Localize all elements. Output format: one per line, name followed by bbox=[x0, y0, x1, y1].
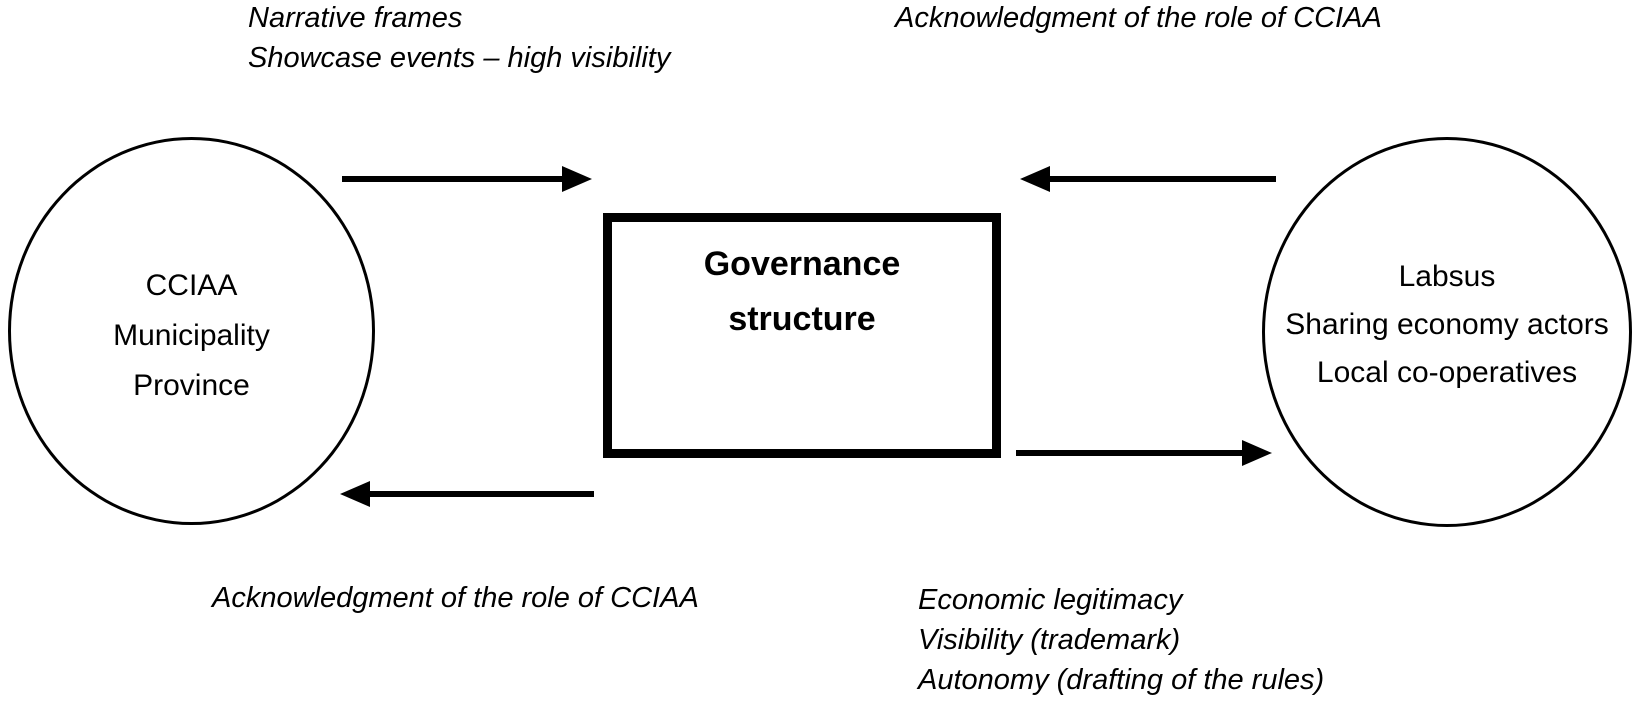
arrowhead-right-icon bbox=[1242, 440, 1272, 466]
circle-text-line: Local co-operatives bbox=[1316, 356, 1578, 389]
arrowhead-right-icon bbox=[562, 166, 592, 192]
arrow-box-to-right-circle-icon bbox=[1016, 440, 1272, 466]
arrow-right-circle-to-box-icon bbox=[1020, 166, 1276, 192]
circle-text-line: CCIAA bbox=[145, 269, 238, 302]
annotation-line: Economic legitimacy bbox=[918, 584, 1183, 616]
governance-box-line: structure bbox=[728, 300, 876, 338]
annotation-line: Autonomy (drafting of the rules) bbox=[918, 664, 1325, 696]
left-circle-public-institutions: CCIAA Municipality Province bbox=[8, 137, 375, 525]
annotation-line: Visibility (trademark) bbox=[918, 624, 1181, 656]
right-circle-text: Labsus Sharing economy actors Local co-o… bbox=[1285, 253, 1609, 397]
circle-text-line: Sharing economy actors bbox=[1285, 308, 1609, 341]
annotation-line: Acknowledgment of the role of CCIAA bbox=[895, 2, 1382, 34]
annotation-line: Narrative frames bbox=[248, 2, 463, 34]
right-circle-civic-actors: Labsus Sharing economy actors Local co-o… bbox=[1262, 137, 1632, 527]
arrow-shaft bbox=[342, 176, 562, 182]
circle-text-line: Municipality bbox=[113, 319, 270, 352]
arrow-box-to-left-circle-icon bbox=[340, 481, 594, 507]
governance-box-text: Governance structure bbox=[612, 222, 992, 347]
annotation-line: Showcase events – high visibility bbox=[248, 42, 671, 74]
governance-box-line: Governance bbox=[703, 245, 901, 283]
arrow-shaft bbox=[370, 491, 594, 497]
arrowhead-left-icon bbox=[340, 481, 370, 507]
annotation-bottom-right: Economic legitimacy Visibility (trademar… bbox=[918, 580, 1324, 700]
annotation-top-right: Acknowledgment of the role of CCIAA bbox=[895, 0, 1382, 38]
left-circle-text: CCIAA Municipality Province bbox=[113, 261, 270, 411]
circle-text-line: Labsus bbox=[1398, 260, 1496, 293]
circle-text-line: Province bbox=[133, 369, 250, 402]
arrow-left-circle-to-box-icon bbox=[342, 166, 592, 192]
arrow-shaft bbox=[1016, 450, 1242, 456]
arrowhead-left-icon bbox=[1020, 166, 1050, 192]
annotation-bottom-left: Acknowledgment of the role of CCIAA bbox=[212, 578, 699, 618]
arrow-shaft bbox=[1050, 176, 1276, 182]
governance-structure-box: Governance structure bbox=[603, 213, 1001, 458]
annotation-top-left: Narrative frames Showcase events – high … bbox=[248, 0, 670, 78]
annotation-line: Acknowledgment of the role of CCIAA bbox=[212, 582, 699, 614]
